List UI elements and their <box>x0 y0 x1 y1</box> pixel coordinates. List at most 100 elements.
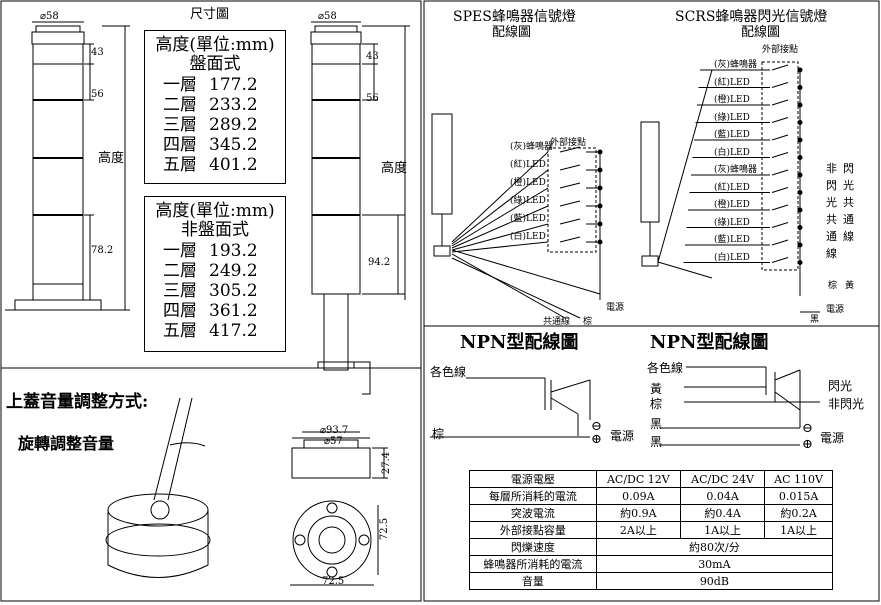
height-row-value: 177.2 <box>209 75 258 95</box>
npn-right-color-line: 各色線 <box>647 361 684 375</box>
npn-right-black-1: 黑 <box>650 417 663 431</box>
table-cell: 0.015A <box>764 487 833 505</box>
height-row-label: 四層 <box>163 135 197 155</box>
dim-43-left: 43 <box>91 47 104 58</box>
table-cell: 30mA <box>595 555 834 573</box>
npn-right-brown: 棕 <box>650 397 663 411</box>
scrs-ext-contact: 外部接點 <box>762 45 799 55</box>
table-header-cell: AC/DC 12V <box>595 470 681 488</box>
height-row-value: 289.2 <box>209 115 258 135</box>
spes-title: SPES蜂鳴器信號燈 <box>453 9 576 25</box>
scrs-contact <box>688 204 803 213</box>
scrs-lead-label: (藍)LED <box>714 235 750 245</box>
height-row-label: 二層 <box>163 261 197 281</box>
table-cell: 約0.4A <box>679 504 766 522</box>
table-cell: 每層所消耗的電流 <box>469 487 597 505</box>
npn-right-black-2: 黑 <box>650 435 663 449</box>
dim-height-right: 高度 <box>381 161 408 176</box>
height-row-label: 四層 <box>163 301 197 321</box>
table-cell: 約0.2A <box>764 504 833 522</box>
dim-72-5-right: 72.5 <box>379 517 391 541</box>
height-row-value: 305.2 <box>209 281 258 301</box>
height-row-label: 三層 <box>163 115 197 135</box>
table-header-cell: 電源電壓 <box>469 470 597 488</box>
height-row-value: 233.2 <box>209 95 258 115</box>
npn-right-nonflash: 非閃光 <box>828 397 865 411</box>
scrs-lead-label: (綠)LED <box>714 217 750 228</box>
scrs-contact <box>689 187 803 195</box>
left-frame <box>0 0 422 602</box>
scrs-lead-label: (藍)LED <box>714 130 750 140</box>
scrs-contact <box>698 82 803 90</box>
height-row: 二層 249.2 <box>163 263 258 280</box>
volume-title: 上蓋音量調整方式: <box>6 392 149 412</box>
spes-contact <box>559 218 603 227</box>
sizes-title: 尺寸圖 <box>190 7 230 22</box>
npn-right-power: 電源 <box>820 431 845 445</box>
spes-lead-label: (藍)LED <box>510 214 546 224</box>
tower-pole <box>310 21 410 395</box>
scrs-lead-label: (白)LED <box>714 147 750 158</box>
height-row-value: 249.2 <box>209 261 258 281</box>
dim-72-5-bottom: 72.5 <box>322 576 345 587</box>
volume-knob-illustration <box>105 397 211 578</box>
height-row-value: 401.2 <box>209 155 258 175</box>
height-row-label: 一層 <box>163 75 197 95</box>
height-row-label: 五層 <box>163 155 197 175</box>
height-row: 一層 177.2 <box>163 77 258 94</box>
scrs-contact <box>694 134 803 143</box>
dim-56-right: 56 <box>366 93 379 104</box>
npn-left-brown: 棕 <box>432 427 445 441</box>
spes-ext-contact: 外部接點 <box>550 138 587 148</box>
dim-diameter-right: ⌀58 <box>318 11 337 22</box>
table-cell: 1A以上 <box>679 521 766 539</box>
spes-wiring <box>431 113 601 319</box>
scrs-lead-label: (紅)LED <box>714 182 750 193</box>
npn-right-yellow: 黃 <box>650 382 663 396</box>
dim-diameter-left: ⌀58 <box>40 11 59 22</box>
table-cell: 1A以上 <box>764 521 833 539</box>
scrs-power: 電源 <box>826 305 845 315</box>
spes-subtitle: 配線圖 <box>492 25 532 40</box>
table-cell: 約80次/分 <box>595 538 834 556</box>
scrs-lead-label: (橙)LED <box>714 200 750 210</box>
scrs-contact <box>695 117 803 125</box>
table-header-cell: AC/DC 24V <box>679 470 766 488</box>
scrs-contact <box>683 257 803 265</box>
scrs-black: 黑 <box>810 315 820 325</box>
spes-contact <box>559 236 603 245</box>
table-cell: 90dB <box>595 572 834 590</box>
table-cell: 約0.9A <box>595 504 681 522</box>
height-row-value: 193.2 <box>209 241 258 261</box>
height-row-value: 417.2 <box>209 321 258 341</box>
dim-43-right: 43 <box>366 51 379 62</box>
npn-right-plus: ⊕ <box>802 437 813 452</box>
spes-lead-label: (灰)蜂鳴器 <box>510 142 554 152</box>
height-row: 三層 305.2 <box>163 283 258 300</box>
spes-brown: 棕 <box>583 317 593 327</box>
npn-right-minus: ⊖ <box>802 421 813 436</box>
dim-94-2: 94.2 <box>368 257 391 268</box>
npn-left-minus: ⊖ <box>591 419 602 434</box>
scrs-lead-label: (灰)蜂鳴器 <box>714 165 758 175</box>
scrs-contact <box>691 169 803 178</box>
table-cell: 突波電流 <box>469 504 597 522</box>
dim-height-left: 高度 <box>98 151 125 166</box>
table-cell: 閃爍速度 <box>469 538 597 556</box>
height-row-label: 三層 <box>163 281 197 301</box>
cap-top-view <box>290 500 379 586</box>
height-row-value: 345.2 <box>209 135 258 155</box>
spes-contact <box>559 182 603 191</box>
dim-56-left: 56 <box>91 89 104 100</box>
npn-right-flash: 閃光 <box>828 379 853 393</box>
disk-header: 高度(單位:mm) <box>155 35 275 55</box>
